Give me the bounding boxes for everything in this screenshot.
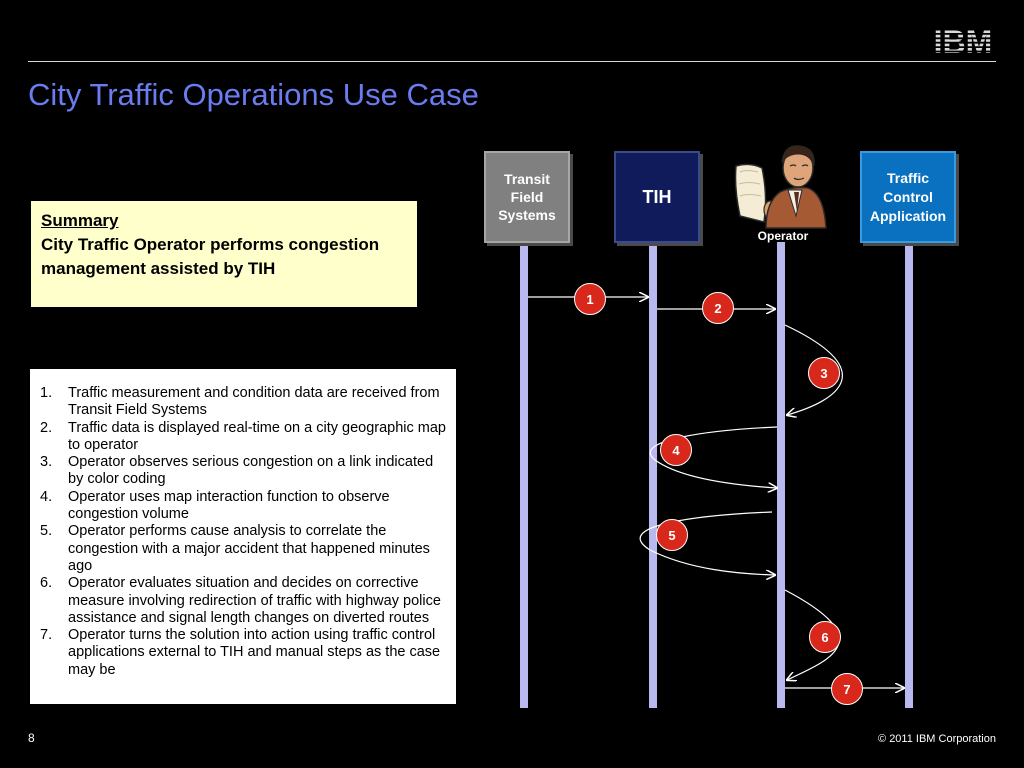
step-number: 3. (40, 454, 53, 471)
step-marker: 2 (702, 292, 734, 324)
page-number: 8 (28, 731, 35, 745)
step-item: 7. Operator turns the solution into actio… (40, 627, 448, 679)
operator-label: Operator (757, 229, 809, 243)
steps-panel: 1. Traffic measurement and condition data… (30, 369, 456, 704)
steps-list: 1. Traffic measurement and condition data… (40, 385, 448, 679)
step-item: 4. Operator uses map interaction function… (40, 489, 448, 524)
step-marker: 6 (809, 621, 841, 653)
traffic-control-application-box: Traffic Control Application (860, 151, 956, 243)
step-number: 4. (40, 488, 53, 505)
step-marker: 5 (656, 519, 688, 551)
step-text: Operator performs cause analysis to corr… (68, 523, 430, 574)
transit-lifeline (520, 242, 528, 708)
summary-text: City Traffic Operator performs congestio… (41, 235, 380, 278)
traffic-control-application-label: Traffic Control Application (869, 169, 947, 224)
step-item: 1. Traffic measurement and condition data… (40, 385, 448, 420)
summary-heading: Summary (41, 211, 119, 230)
step-text: Operator evaluates situation and decides… (68, 575, 441, 626)
tih-lifeline (649, 242, 657, 708)
step-item: 6. Operator evaluates situation and decid… (40, 575, 448, 627)
step-item: 3. Operator observes serious congestion o… (40, 454, 448, 489)
transit-field-systems-box: Transit Field Systems (484, 151, 570, 243)
transit-field-systems-label: Transit Field Systems (498, 171, 556, 223)
arrow-step-3 (785, 324, 843, 415)
operator-icon (734, 145, 827, 229)
header-divider (28, 61, 996, 62)
step-text: Operator observes serious congestion on … (68, 454, 434, 488)
ibm-logo-text: IBM (934, 26, 993, 56)
summary-box: Summary City Traffic Operator performs c… (31, 201, 417, 307)
operator-lifeline (777, 242, 785, 708)
step-item: 5. Operator performs cause analysis to co… (40, 523, 448, 575)
step-text: Operator turns the solution into action … (68, 627, 441, 678)
step-text: Traffic measurement and condition data a… (68, 385, 440, 419)
tih-box: TIH (614, 151, 700, 243)
step-number: 2. (40, 419, 53, 436)
tca-lifeline (905, 242, 913, 708)
arrow-step-5 (639, 511, 775, 575)
tih-label: TIH (642, 186, 672, 207)
step-number: 7. (40, 627, 53, 644)
step-marker: 7 (831, 673, 863, 705)
step-marker: 1 (574, 283, 606, 315)
step-marker: 3 (808, 357, 840, 389)
step-text: Traffic data is displayed real-time on a… (68, 419, 446, 453)
step-number: 1. (40, 385, 53, 401)
copyright-notice: © 2011 IBM Corporation (878, 733, 996, 745)
operator-figure (734, 145, 827, 229)
step-number: 6. (40, 575, 53, 592)
page-title: City Traffic Operations Use Case (28, 77, 479, 112)
arrow-step-4 (649, 426, 777, 488)
step-text: Operator uses map interaction function t… (68, 488, 390, 523)
step-number: 5. (40, 523, 53, 540)
step-marker: 4 (660, 434, 692, 466)
step-item: 2. Traffic data is displayed real-time on… (40, 420, 448, 455)
ibm-logo: IBM (934, 26, 993, 56)
